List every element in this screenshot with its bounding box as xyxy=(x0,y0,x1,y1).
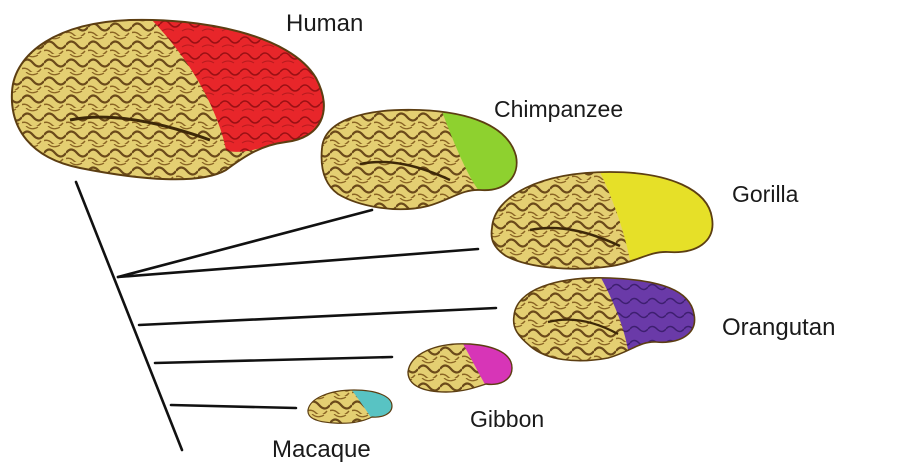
brain-gorilla xyxy=(480,165,720,275)
label-orangutan: Orangutan xyxy=(722,314,835,341)
brain-gibbon xyxy=(400,338,520,398)
branch-orangutan xyxy=(139,308,496,325)
branch-gibbon xyxy=(155,357,392,363)
brain-orangutan xyxy=(505,270,705,365)
brain-macaque xyxy=(300,386,400,428)
tree-trunk xyxy=(76,182,182,450)
label-macaque: Macaque xyxy=(272,436,371,463)
label-gibbon: Gibbon xyxy=(470,406,544,432)
phylogenetic-tree xyxy=(76,182,496,450)
label-human: Human xyxy=(286,10,363,37)
brain-human xyxy=(0,10,340,200)
label-chimpanzee: Chimpanzee xyxy=(494,96,623,122)
branch-macaque xyxy=(171,405,296,408)
label-gorilla: Gorilla xyxy=(732,181,799,207)
